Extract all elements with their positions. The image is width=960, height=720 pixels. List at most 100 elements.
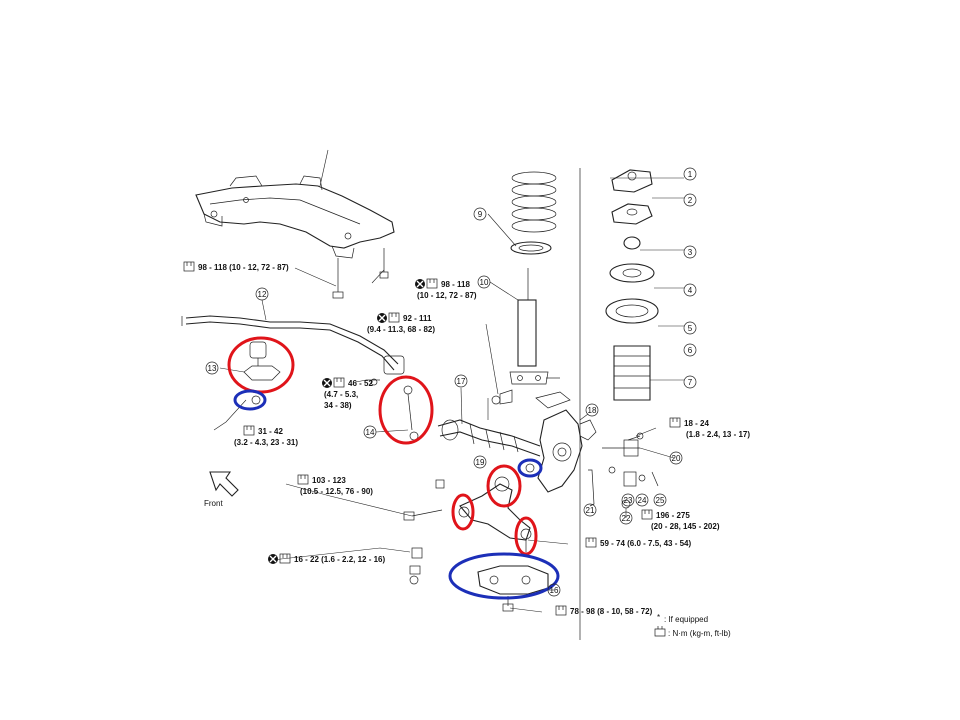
- torque-label: 78 - 98 (8 - 10, 58 - 72): [570, 607, 653, 616]
- callout-label: 14: [366, 428, 375, 437]
- legend-units: : N·m (kg-m, ft-lb): [668, 629, 731, 638]
- torque-label: 16 - 22 (1.6 - 2.2, 12 - 16): [294, 555, 385, 564]
- callout-label: 25: [656, 496, 665, 505]
- callout-16: 16: [547, 583, 561, 597]
- callout-3: 3: [683, 245, 697, 259]
- callout-23: 23: [621, 493, 635, 507]
- callout-label: 23: [624, 496, 633, 505]
- wrench-icon: [183, 261, 195, 272]
- torque-label: 31 - 42: [258, 427, 283, 436]
- callout-label: 7: [688, 378, 693, 387]
- callout-21: 21: [583, 503, 597, 517]
- wrench-icon: [426, 278, 438, 289]
- callout-label: 4: [688, 286, 693, 295]
- callout-label: 22: [622, 514, 631, 523]
- callout-25: 25: [653, 493, 667, 507]
- torque-label: (20 - 28, 145 - 202): [651, 522, 720, 531]
- lower-control-arm: [403, 476, 532, 552]
- drive-shaft: [437, 419, 541, 457]
- callout-9: 9: [473, 207, 487, 221]
- replace-x-icon: [415, 279, 425, 289]
- torque-label: (4.7 - 5.3,: [324, 390, 358, 399]
- callout-2: 2: [683, 193, 697, 207]
- callout-label: 21: [586, 506, 595, 515]
- callout-label: 16: [550, 586, 559, 595]
- wrench-icon: [333, 377, 345, 388]
- replace-x-icon: [322, 378, 332, 388]
- torque-label: 46 - 52: [348, 379, 373, 388]
- stabilizer-bushing: [243, 341, 281, 405]
- strut-mount-stack: [605, 169, 659, 401]
- callout-label: 13: [208, 364, 217, 373]
- stabilizer-link-rod: [366, 378, 419, 441]
- front-arrow-icon: Front: [204, 471, 239, 508]
- highlight-cotter-pin: [517, 458, 543, 478]
- strut-assembly: [499, 268, 571, 409]
- steering-knuckle: [537, 409, 597, 493]
- blue-highlights: [233, 389, 560, 600]
- callout-10: 10: [477, 275, 491, 289]
- replace-x-icon: [377, 313, 387, 323]
- torque-label: (10 - 12, 72 - 87): [417, 291, 477, 300]
- callout-1: 1: [683, 167, 697, 181]
- torque-label: (10.5 - 12.5, 76 - 90): [300, 487, 373, 496]
- callout-20: 20: [669, 451, 683, 465]
- replace-x-icon: [268, 554, 278, 564]
- torque-label: 92 - 111: [403, 314, 432, 323]
- callout-17: 17: [454, 374, 468, 388]
- wrench-icon: [388, 312, 400, 323]
- callout-5: 5: [683, 321, 697, 335]
- callout-12: 12: [255, 287, 269, 301]
- callout-7: 7: [683, 375, 697, 389]
- callout-14: 14: [363, 425, 377, 439]
- torque-label: (1.8 - 2.4, 13 - 17): [686, 430, 750, 439]
- highlight-bushing-nut: [233, 389, 267, 411]
- torque-label: 59 - 74 (6.0 - 7.5, 43 - 54): [600, 539, 691, 548]
- torque-label: 196 - 275: [656, 511, 690, 520]
- torque-label: (3.2 - 4.3, 23 - 31): [234, 438, 298, 447]
- torque-label: 34 - 38): [324, 401, 352, 410]
- wrench-icon: [641, 509, 653, 520]
- highlight-ball-joint: [514, 516, 538, 556]
- callout-label: 17: [457, 377, 466, 386]
- callout-4: 4: [683, 283, 697, 297]
- torque-label: 98 - 118 (10 - 12, 72 - 87): [198, 263, 289, 272]
- legend: * : If equipped : N·m (kg-m, ft-lb): [654, 613, 731, 638]
- callout-label: 3: [688, 248, 693, 257]
- hardware-nuts: [409, 395, 644, 585]
- front-crossmember: [195, 149, 395, 299]
- stabilizer-bar: [181, 299, 405, 375]
- leader-lines: [213, 177, 684, 613]
- coil-spring: [510, 171, 557, 255]
- highlight-stabilizer-bushing: [227, 336, 295, 394]
- callout-label: 12: [258, 290, 267, 299]
- highlight-front-bushing: [486, 464, 522, 508]
- front-label: Front: [204, 499, 223, 508]
- wrench-icon: [555, 605, 567, 616]
- wrench-icon: [654, 626, 666, 637]
- highlight-link-rod: [378, 375, 434, 445]
- legend-if-equipped: : If equipped: [664, 615, 708, 624]
- highlight-lower-bracket: [448, 552, 560, 600]
- torque-label: 98 - 118: [441, 280, 470, 289]
- wrench-icon: [243, 425, 255, 436]
- wrench-icon: [669, 417, 681, 428]
- lower-bracket: [477, 565, 549, 612]
- callout-label: 5: [688, 324, 693, 333]
- callout-label: 20: [672, 454, 681, 463]
- torque-label: (9.4 - 11.3, 68 - 82): [367, 325, 435, 334]
- callout-24: 24: [635, 493, 649, 507]
- torque-label: 18 - 24: [684, 419, 709, 428]
- callout-13: 13: [205, 361, 219, 375]
- callout-label: 2: [688, 196, 693, 205]
- wrench-icon: [297, 474, 309, 485]
- callout-label: 6: [688, 346, 693, 355]
- callout-18: 18: [585, 403, 599, 417]
- callout-22: 22: [619, 511, 633, 525]
- red-highlights: [227, 336, 538, 556]
- highlight-arm-bolt: [451, 493, 475, 531]
- callout-label: 18: [588, 406, 597, 415]
- callout-label: 24: [638, 496, 647, 505]
- callout-label: 19: [476, 458, 485, 467]
